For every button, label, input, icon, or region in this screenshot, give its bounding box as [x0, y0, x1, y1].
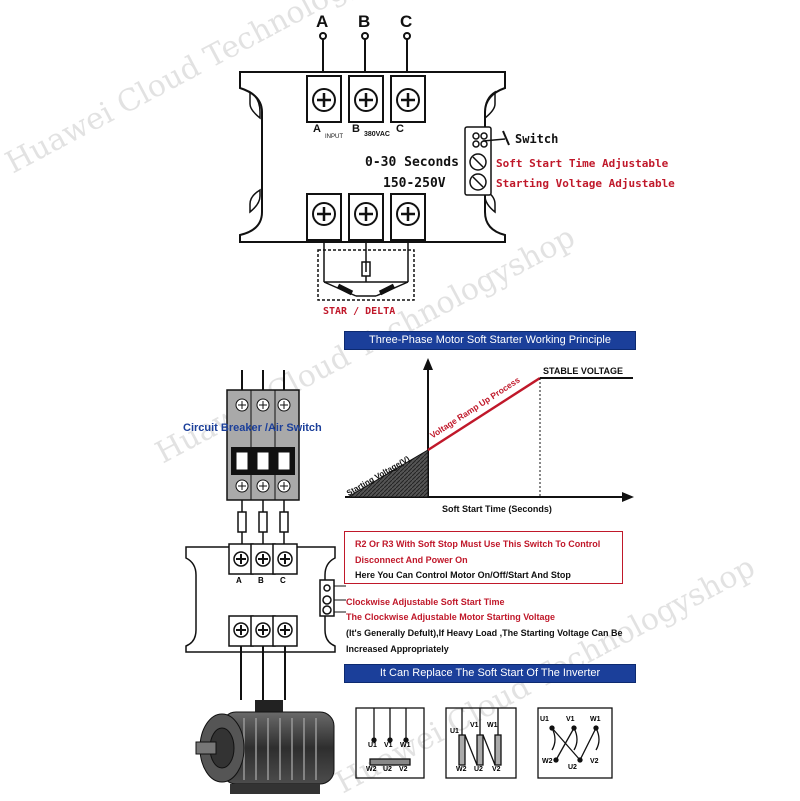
note-line-2: Disconnect And Power On — [355, 555, 468, 565]
wd3-v1: V1 — [566, 716, 575, 723]
wd3-u2: U2 — [568, 764, 577, 771]
wd1-u2: U2 — [383, 766, 392, 773]
starting-voltage-area — [346, 449, 429, 498]
fuses — [237, 500, 289, 548]
wiring-diagram-1 — [355, 707, 425, 779]
output-terminal-block — [306, 193, 426, 241]
input-label-c: C — [396, 123, 404, 135]
control-panel — [464, 126, 510, 196]
terminal-label-c: C — [400, 12, 413, 31]
circuit-breaker — [226, 370, 300, 501]
input-terminal-block — [306, 75, 426, 123]
wd2-u1: U1 — [450, 728, 459, 735]
input-label-mid: INPUT — [325, 134, 343, 140]
terminal-label-b: B — [358, 12, 371, 31]
star-delta-wiring — [317, 240, 415, 301]
wd3-w2: W2 — [542, 758, 553, 765]
stable-voltage-label: STABLE VOLTAGE — [543, 366, 623, 376]
note-line-6: (It's Generally Defult),If Heavy Load ,T… — [346, 628, 623, 638]
terminal-label-a: A — [316, 12, 329, 31]
switch-label: Switch — [515, 132, 559, 146]
switch-note-box — [344, 531, 623, 584]
inverter-banner: It Can Replace The Soft Start Of The Inv… — [344, 664, 636, 683]
electric-motor — [195, 700, 335, 794]
wd1-w2: W2 — [366, 766, 377, 773]
seconds-range: 0-30 Seconds — [365, 155, 459, 170]
wiring-diagram-2 — [445, 707, 517, 779]
note-line-3: Here You Can Control Motor On/Off/Start … — [355, 570, 571, 580]
input-label-a: A — [313, 123, 321, 135]
wd3-v2: V2 — [590, 758, 599, 765]
wd2-v2: V2 — [492, 766, 501, 773]
pointer-lines — [334, 585, 346, 613]
wd1-v2: V2 — [399, 766, 408, 773]
soft-starter-lower — [185, 543, 336, 653]
wd3-w1: W1 — [590, 716, 601, 723]
soft-start-adjustable-label: Soft Start Time Adjustable — [496, 157, 669, 170]
note-line-1: R2 Or R3 With Soft Stop Must Use This Sw… — [355, 539, 601, 549]
ramp-line — [427, 376, 541, 452]
note-line-7: Increased Appropriately — [346, 644, 449, 654]
x-axis-label: Soft Start Time (Seconds) — [442, 504, 552, 514]
wd2-v1: V1 — [470, 722, 479, 729]
lower-label-a: A — [236, 576, 242, 585]
working-principle-banner: Three-Phase Motor Soft Starter Working P… — [344, 331, 636, 350]
note-line-4: Clockwise Adjustable Soft Start Time — [346, 597, 505, 607]
wd1-w1: W1 — [400, 742, 411, 749]
breaker-label: Circuit Breaker /Air Switch — [183, 422, 322, 434]
starting-voltage-adjustable-label: Starting Voltage Adjustable — [496, 177, 675, 190]
input-label-volt: 380VAC — [364, 131, 390, 138]
wd2-w1: W1 — [487, 722, 498, 729]
wd1-v1: V1 — [384, 742, 393, 749]
star-delta-label: STAR / DELTA — [323, 306, 396, 317]
wd1-u1: U1 — [368, 742, 377, 749]
input-label-b: B — [352, 123, 360, 135]
wd2-u2: U2 — [474, 766, 483, 773]
wd3-u1: U1 — [540, 716, 549, 723]
voltage-range: 150-250V — [383, 176, 446, 191]
wd2-w2: W2 — [456, 766, 467, 773]
wiring-diagram-3 — [537, 707, 613, 779]
lower-label-c: C — [280, 576, 286, 585]
lower-label-b: B — [258, 576, 264, 585]
note-line-5: The Clockwise Adjustable Motor Starting … — [346, 612, 556, 622]
motor-wires — [240, 646, 286, 700]
voltage-ramp-graph — [345, 358, 634, 502]
